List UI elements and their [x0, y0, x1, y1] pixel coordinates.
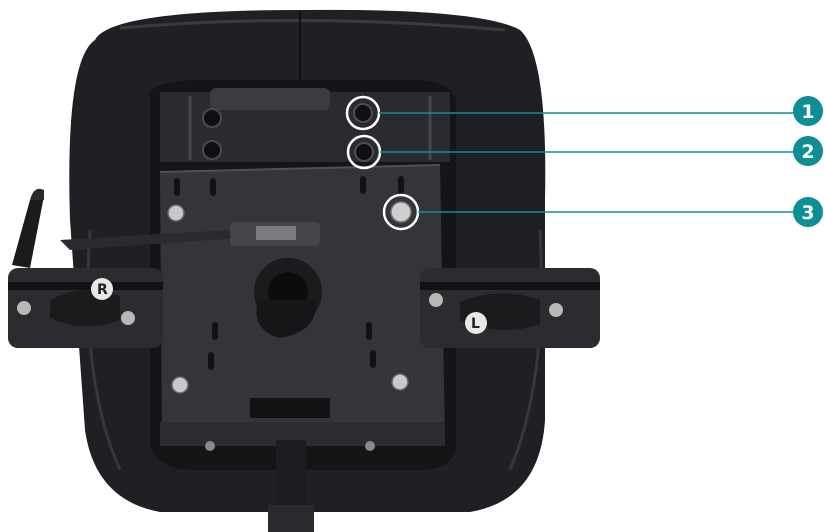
side-label-right: R — [97, 282, 108, 298]
side-label-left: L — [471, 316, 480, 332]
armrest-bracket-right: R — [8, 268, 163, 348]
plate-bolt — [167, 204, 185, 222]
gas-lift-stem — [268, 440, 314, 532]
mounting-bolt — [390, 201, 412, 223]
callout-number-3: 3 — [801, 202, 814, 224]
callout-badge-2: 2 — [793, 136, 823, 166]
side-marker-right — [91, 278, 113, 300]
side-marker-left — [465, 312, 487, 334]
callout-number-1: 1 — [801, 101, 814, 123]
callout-badge-1: 1 — [793, 96, 823, 126]
armrest-bracket-left: L — [420, 268, 600, 348]
lower-mounting-hole — [354, 142, 374, 162]
tilt-mechanism — [60, 222, 322, 338]
leader-lines — [379, 112, 800, 213]
callout-badge-circle — [793, 96, 823, 126]
upper-mounting-hole — [353, 103, 373, 123]
callout-badge-circle — [793, 197, 823, 227]
plate-bolt — [391, 373, 409, 391]
callout-number-2: 2 — [801, 141, 814, 163]
height-lever — [12, 188, 44, 268]
plate-bolt — [171, 376, 189, 394]
seat-frame — [160, 88, 450, 162]
fasteners — [167, 103, 412, 394]
callout-badge-3: 3 — [793, 197, 823, 227]
callout-badge-circle — [793, 136, 823, 166]
